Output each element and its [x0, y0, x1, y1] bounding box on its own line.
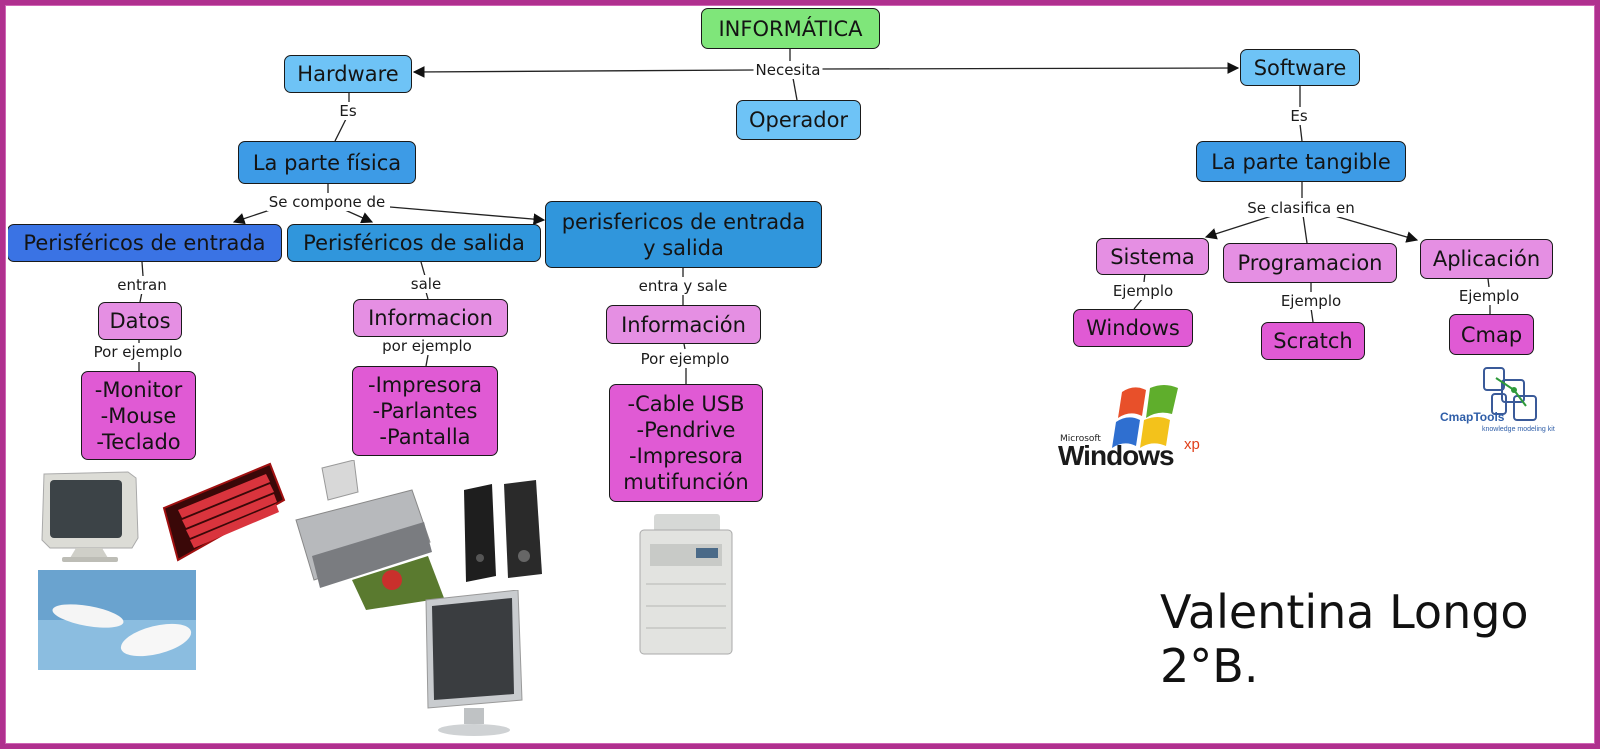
link-label-se-clasifica-en: Se clasifica en [1245, 199, 1357, 217]
link-label-ejemplo: Ejemplo [1278, 292, 1344, 310]
concept-software[interactable]: Software [1240, 49, 1360, 86]
link-arrow-hardware [412, 66, 755, 78]
concept-aplicacion[interactable]: Aplicación [1420, 239, 1553, 279]
printer-image [295, 460, 444, 610]
link-line [420, 261, 426, 277]
link-label-ejemplo: Ejemplo [1110, 282, 1176, 300]
flat-monitor-image [425, 590, 523, 736]
concept-perifericos-entrada[interactable]: Perisféricos de entrada [7, 224, 282, 262]
link-line [425, 291, 429, 300]
link-arrow-aplicacion [1327, 213, 1419, 243]
windows-logo-text: Windows [1058, 440, 1175, 471]
concept-ejemplos-salida[interactable]: -Impresora -Parlantes -Pantalla [352, 366, 498, 456]
author-name: Valentina Longo 2°B. [1160, 585, 1529, 693]
cmap-logo-tagline: knowledge modeling kit [1482, 426, 1555, 433]
link-line [141, 261, 144, 277]
cmap-graph-icon [1483, 367, 1537, 421]
concept-parte-fisica[interactable]: La parte física [238, 141, 416, 184]
concept-scratch[interactable]: Scratch [1261, 322, 1365, 360]
link-arrow-entrada [232, 209, 271, 225]
concept-parte-tangible[interactable]: La parte tangible [1196, 141, 1406, 182]
link-label-es-hardware: Es [337, 102, 359, 120]
link-arrow-salida [344, 209, 374, 224]
concept-informacion-salida[interactable]: Informacion [353, 299, 508, 337]
link-line [1487, 278, 1490, 288]
link-line [792, 77, 798, 101]
link-label-por-ejemplo: por ejemplo [380, 337, 474, 355]
concept-operador[interactable]: Operador [736, 100, 861, 140]
link-label-necesita: Necesita [753, 61, 823, 79]
concept-sistema[interactable]: Sistema [1096, 238, 1209, 275]
link-line [1310, 307, 1314, 323]
concept-perifericos-entrada-salida[interactable]: perisfericos de entrada y salida [545, 201, 822, 268]
crt-monitor-image [41, 471, 139, 562]
link-arrow-sistema [1204, 213, 1279, 240]
windows-logo-xp: xp [1184, 436, 1200, 453]
link-line [683, 343, 686, 350]
link-label-entra-y-sale: entra y sale [636, 277, 730, 295]
link-line [425, 354, 429, 367]
link-label-entran: entran [115, 276, 169, 294]
link-line [1302, 214, 1308, 244]
concept-datos[interactable]: Datos [98, 302, 182, 340]
cmaptools-logo: CmapTools knowledge modeling kit [1440, 366, 1590, 444]
concept-cmap[interactable]: Cmap [1449, 314, 1534, 355]
link-label-se-compone-de: Se compone de [266, 193, 388, 211]
mouse-image [38, 570, 196, 670]
link-label-ejemplo: Ejemplo [1456, 287, 1522, 305]
concept-programacion[interactable]: Programacion [1223, 243, 1397, 283]
concept-hardware[interactable]: Hardware [284, 55, 412, 93]
concept-informatica[interactable]: INFORMÁTICA [701, 8, 880, 49]
concept-ejemplos-entrada[interactable]: -Monitor -Mouse -Teclado [81, 371, 196, 460]
windows-logo-microsoft: Microsoft [1060, 434, 1101, 444]
link-label-por-ejemplo: Por ejemplo [91, 343, 185, 361]
keyboard-image [162, 462, 286, 562]
windows-xp-logo: Microsoft Windows xp [1058, 374, 1212, 474]
speakers-image [464, 480, 542, 582]
concept-ejemplos-entrada-salida[interactable]: -Cable USB -Pendrive -Impresora mutifunc… [609, 384, 763, 502]
link-label-sale: sale [408, 275, 444, 293]
laser-printer-image [639, 514, 733, 655]
concept-perifericos-salida[interactable]: Perisféricos de salida [287, 224, 541, 262]
link-label-es-software: Es [1288, 107, 1310, 125]
link-arrow-software [821, 62, 1240, 74]
concept-windows[interactable]: Windows [1073, 309, 1193, 347]
link-line [334, 118, 347, 142]
concept-informacion-es[interactable]: Información [606, 305, 761, 344]
link-arrow-es [389, 206, 546, 225]
link-label-por-ejemplo: Por ejemplo [638, 350, 732, 368]
link-line [1299, 123, 1303, 142]
windows-flag-icon [1112, 385, 1178, 448]
cmap-logo-name: CmapTools [1440, 410, 1505, 424]
